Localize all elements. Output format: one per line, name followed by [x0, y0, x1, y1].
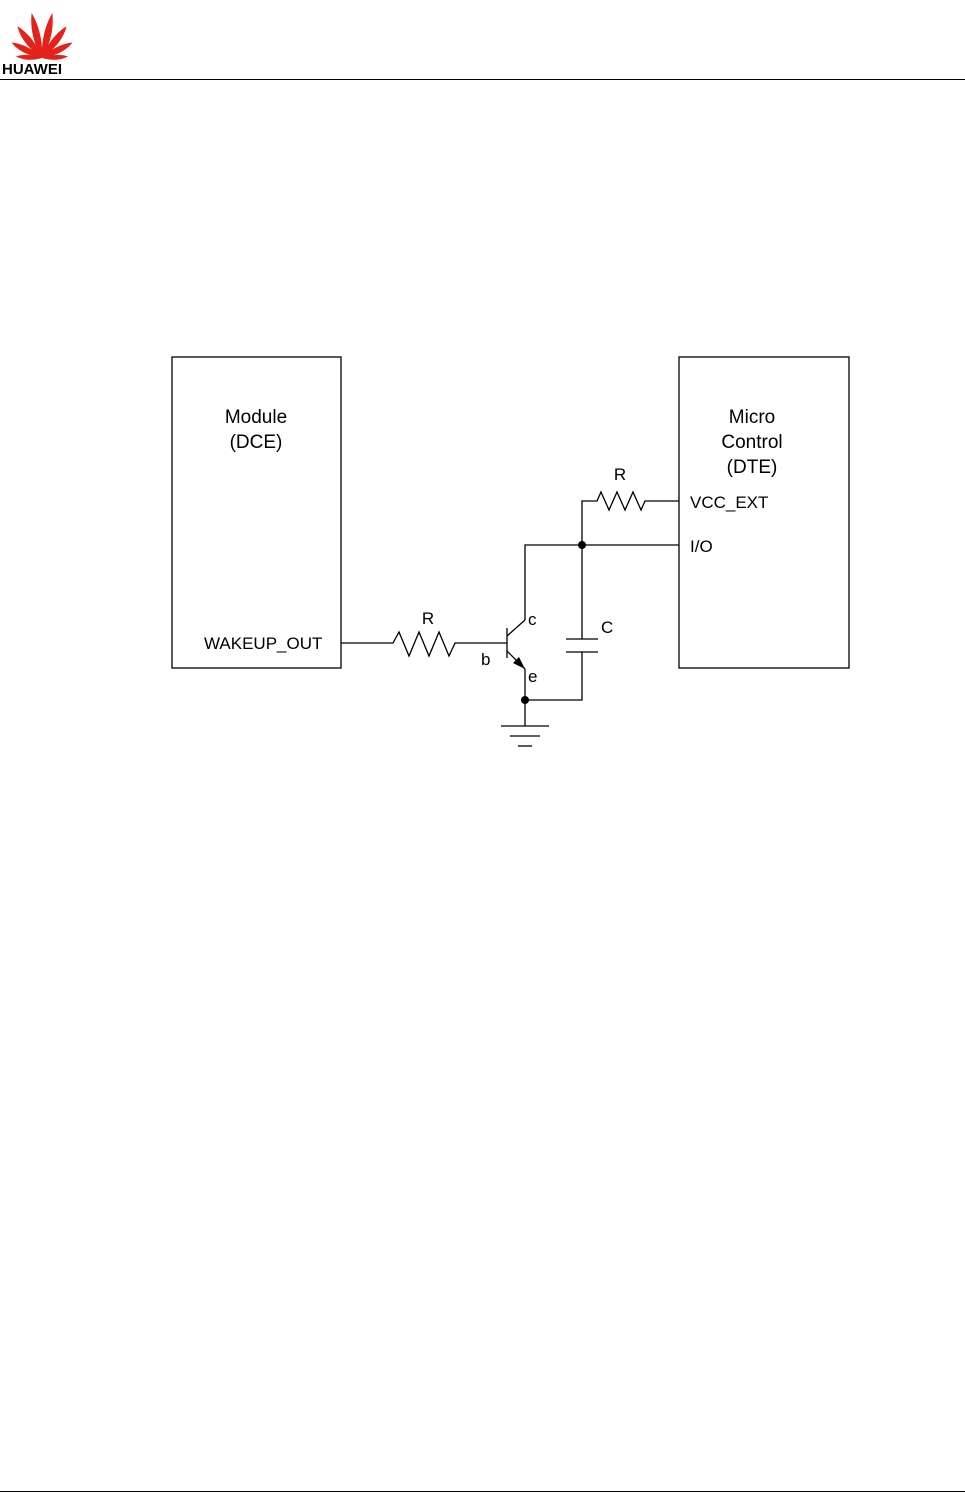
transistor-emitter-label: e	[528, 667, 537, 686]
vcc-ext-pin-label: VCC_EXT	[690, 493, 768, 512]
base-resistor-label: R	[422, 609, 434, 628]
huawei-logo-icon	[11, 13, 73, 60]
transistor-base-label: b	[481, 650, 490, 669]
capacitor-label: C	[601, 618, 613, 637]
base-wire	[341, 630, 507, 658]
module-title-line1: Module	[225, 407, 287, 428]
collector-wire	[524, 544, 679, 620]
footer-divider	[0, 1491, 965, 1492]
header-divider	[0, 79, 965, 80]
emitter-arrow-icon	[513, 657, 525, 669]
module-title-line2: (DCE)	[230, 432, 283, 453]
transistor-collector-label: c	[528, 610, 537, 629]
io-pin-label: I/O	[690, 537, 713, 556]
module-block	[171, 356, 342, 669]
io-junction-dot	[578, 541, 586, 549]
pullup-wire	[581, 490, 679, 545]
pullup-resistor-label: R	[614, 465, 626, 484]
mcu-block	[678, 356, 850, 669]
page-header: HUAWEI	[0, 0, 965, 82]
wakeup-out-pin-label: WAKEUP_OUT	[204, 634, 322, 653]
mcu-title-line3: (DTE)	[727, 457, 778, 478]
mcu-title-line1: Micro	[729, 407, 775, 428]
capacitor-bottom-wire	[525, 652, 583, 701]
ground-junction-dot	[521, 696, 529, 704]
brand-name: HUAWEI	[2, 61, 62, 78]
mcu-title-line2: Control	[721, 432, 782, 453]
transistor-collector-leg	[506, 619, 526, 637]
